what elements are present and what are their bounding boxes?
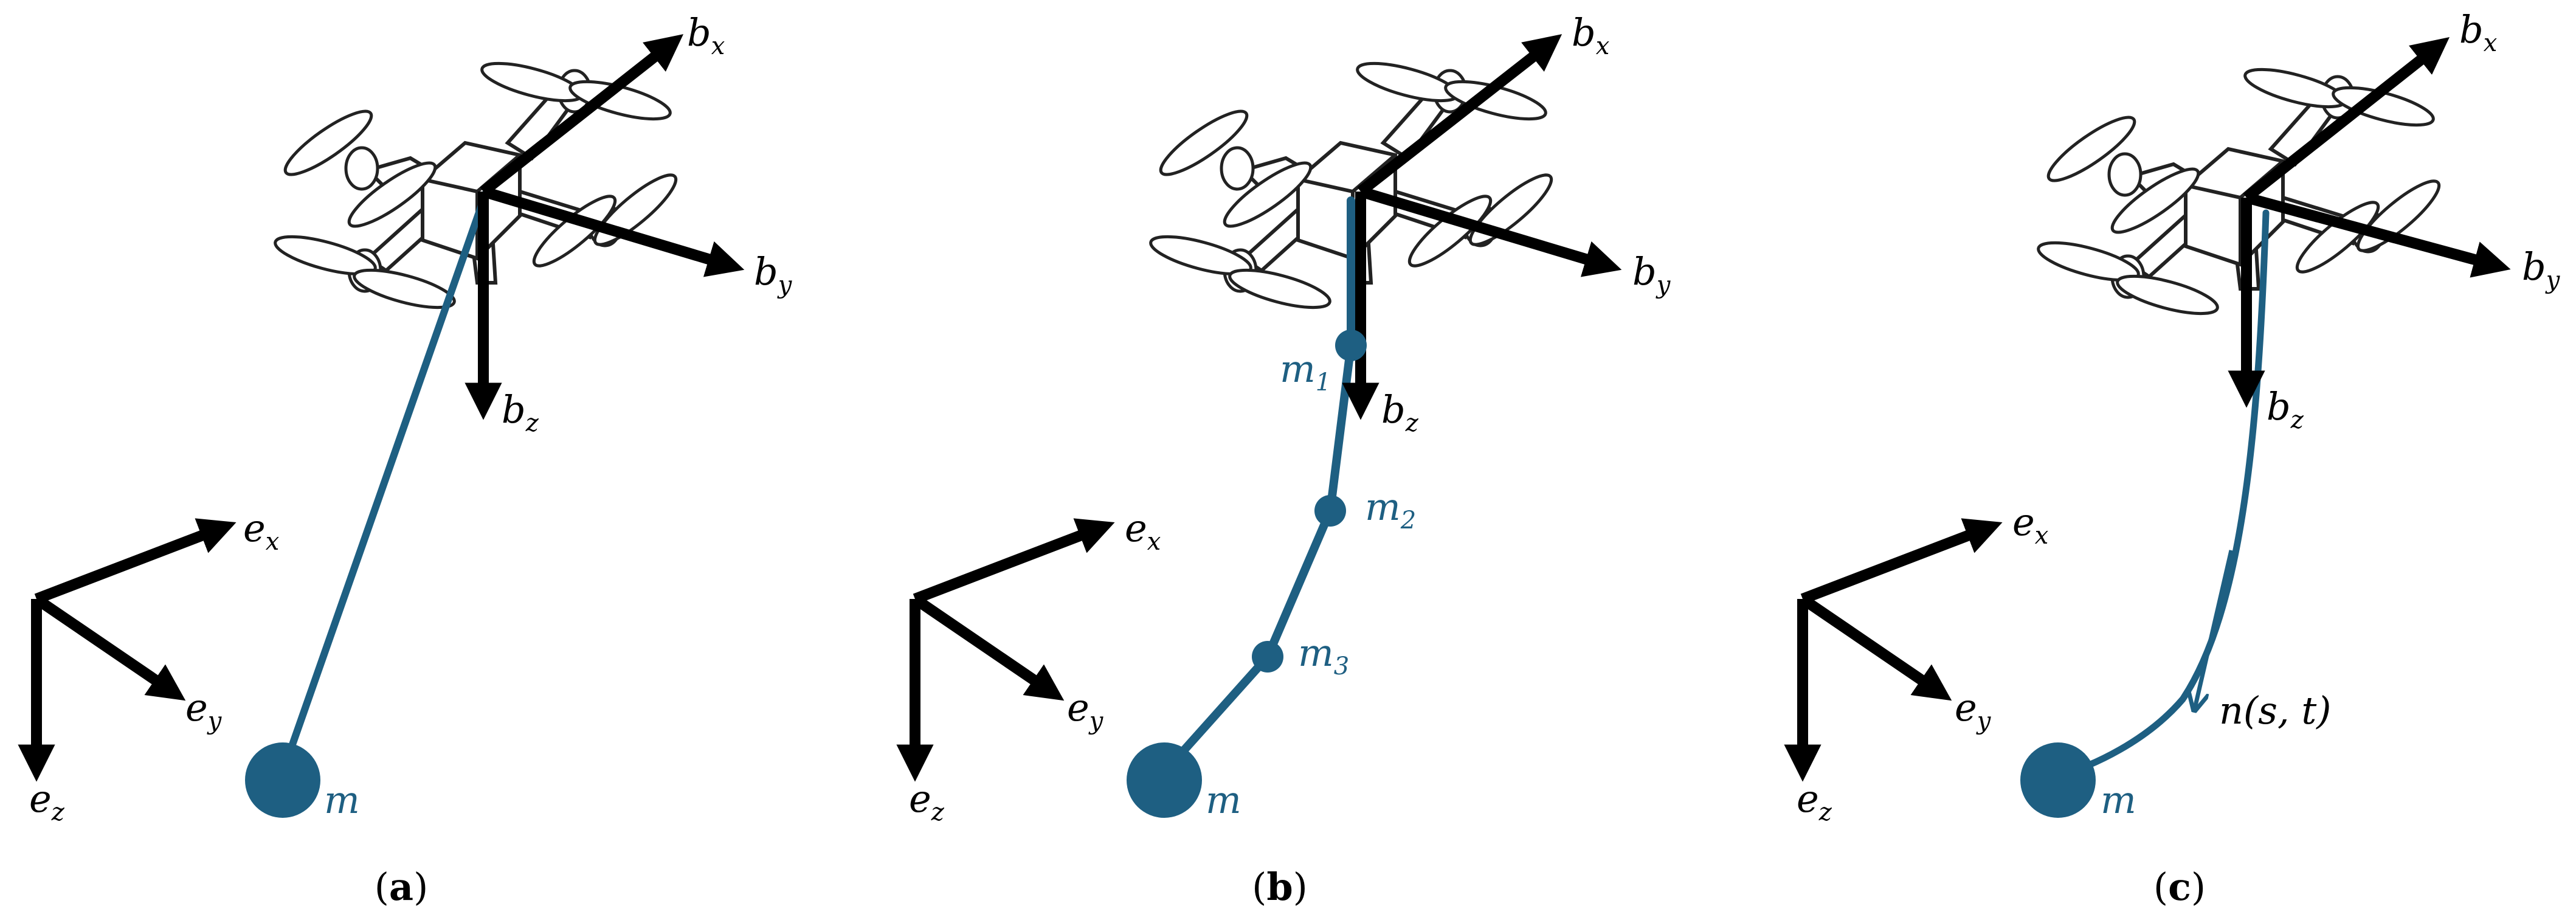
earth-y-label: ey [1067,685,1104,735]
body-x-axis-arrow [1357,34,1563,196]
earth-x-label: ex [2012,500,2048,550]
earth-x-axis-arrow [913,518,1115,604]
earth-y-label: ey [1955,685,1992,735]
body-y-label: by [1632,249,1671,299]
body-z-label: bz [502,387,539,437]
body-y-axis-arrow [1359,186,1622,277]
payload-mass [1127,742,1202,818]
rigid-tether [279,188,490,776]
earth-x-axis-arrow [34,518,237,604]
body-x-axis-arrow [480,34,684,196]
body-y-axis-arrow [2245,192,2511,278]
panel-b: bx by bz m1 m2 m3 m ex ey ez (b) [896,10,1671,909]
payload-mass-label: m [2101,778,2136,822]
point-mass-3-label: m3 [1298,631,1349,680]
earth-y-axis-arrow [911,594,1065,701]
body-y-axis-arrow [482,186,745,277]
payload-mass [245,742,320,818]
payload-mass [2020,742,2096,818]
earth-z-label: ez [29,776,65,826]
body-z-label: bz [1381,387,1419,437]
earth-x-label: ex [243,506,279,556]
body-y-label: by [2522,244,2561,294]
quadrotor-drawing [272,56,683,316]
earth-z-label: ez [1797,776,1832,826]
body-x-label: bx [687,10,725,60]
point-mass-1 [1335,330,1367,361]
earth-x-label: ex [1125,506,1161,556]
body-y-label: by [754,249,793,299]
payload-mass-label: m [1206,778,1241,822]
caption-b: (b) [1252,865,1308,909]
earth-z-label: ez [909,776,945,826]
normal-vector-arrow [2195,550,2234,708]
body-x-label: bx [2459,7,2497,57]
normal-vector-label: n(s, t) [2219,688,2331,733]
point-mass-1-label: m1 [1280,347,1331,396]
earth-y-label: ey [185,685,223,735]
earth-y-axis-arrow [33,594,186,701]
caption-c: (c) [2153,865,2206,909]
caption-a: (a) [375,865,429,909]
payload-mass-label: m [324,778,360,822]
earth-y-axis-arrow [1799,594,1952,701]
panel-c: bx by bz n(s, t) m ex ey ez (c) [1784,7,2561,909]
point-mass-2 [1314,495,1346,527]
point-mass-2-label: m2 [1365,485,1416,534]
body-x-axis-arrow [2243,37,2450,202]
panel-a: m bx by bz ex ey ez (a) [18,10,793,909]
body-z-label: bz [2267,384,2304,434]
body-x-label: bx [1572,10,1609,60]
quadrotor-drawing [2035,62,2447,322]
earth-x-axis-arrow [1800,518,2003,604]
point-mass-3 [1252,641,1283,673]
